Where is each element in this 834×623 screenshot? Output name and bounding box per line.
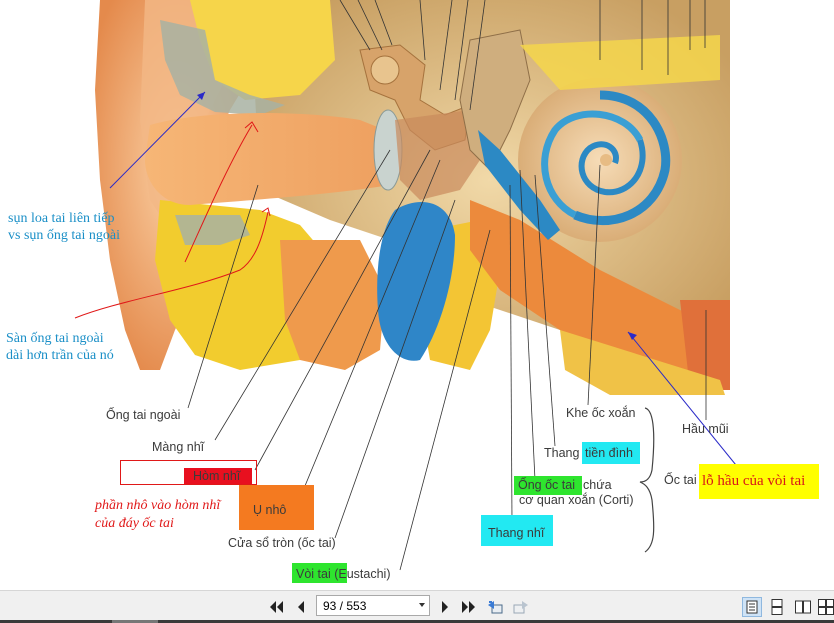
note-cochlea-base-line2: của đáy ốc tai bbox=[95, 516, 174, 531]
label-organ-of-corti: cơ quan xoắn (Corti) bbox=[519, 493, 634, 507]
facing-pages-view-button[interactable] bbox=[793, 597, 813, 617]
annotation-blue-arrow-1 bbox=[109, 91, 206, 189]
page-number-value: 93 / 553 bbox=[323, 599, 367, 613]
window-bottom-edge bbox=[0, 620, 834, 623]
scala-tympani-highlight bbox=[481, 515, 553, 546]
history-forward-button[interactable] bbox=[511, 597, 531, 617]
label-cochlea: Ốc tai bbox=[664, 473, 697, 487]
cochlea-turn-2 bbox=[541, 110, 644, 219]
label-scala-vestibuli-1: Thang bbox=[544, 446, 580, 460]
pharyngeal-opening-highlight bbox=[699, 464, 819, 499]
label-cochlear-duct: Ống ốc tai bbox=[518, 478, 575, 492]
tympanic-cavity-box bbox=[120, 460, 257, 485]
last-page-icon bbox=[462, 601, 475, 613]
leader-lines bbox=[187, 0, 707, 571]
cochlea-turn-1 bbox=[573, 90, 671, 226]
cartilage bbox=[160, 20, 285, 115]
lower-tissue bbox=[560, 330, 725, 395]
label-external-ear-canal: Ống tai ngoài bbox=[106, 408, 181, 422]
cochlear-duct-highlight bbox=[514, 476, 582, 495]
note-cartilage-line1: sụn loa tai liên tiếp bbox=[8, 211, 115, 226]
history-back-icon bbox=[488, 601, 503, 614]
note-floor-line1: Sàn ống tai ngoài bbox=[6, 331, 104, 346]
first-page-icon bbox=[270, 601, 283, 613]
cochlea-center bbox=[600, 154, 612, 166]
last-page-button[interactable] bbox=[458, 597, 478, 617]
single-page-view-icon bbox=[746, 600, 758, 614]
label-promontory: Ụ nhô bbox=[253, 503, 287, 517]
navigation-toolbar: 93 / 553 bbox=[0, 590, 834, 623]
annotation-blue-arrow-2 bbox=[627, 331, 741, 471]
annotation-red-line-1 bbox=[74, 211, 269, 319]
label-scala-tympani: Thang nhĩ bbox=[488, 526, 545, 540]
previous-page-icon bbox=[298, 601, 304, 613]
cochlea-brace bbox=[639, 407, 655, 553]
tympanic-cavity-highlight bbox=[184, 468, 252, 484]
chevron-down-icon bbox=[419, 603, 425, 607]
book-view-icon bbox=[818, 599, 834, 615]
vestibular-nerve bbox=[520, 35, 720, 90]
middle-ear-cavity bbox=[395, 110, 480, 200]
label-pharynx: Hầu mũi bbox=[682, 422, 729, 436]
label-scala-vestibuli-2: tiền đình bbox=[585, 446, 633, 460]
facing-pages-view-icon bbox=[795, 600, 811, 614]
malleus-head bbox=[370, 55, 400, 85]
pharynx-tissue bbox=[680, 300, 730, 390]
eustachian-highlight bbox=[292, 563, 347, 583]
note-cartilage-line2: vs sụn ống tai ngoài bbox=[8, 228, 120, 243]
promontory-highlight bbox=[239, 485, 314, 530]
document-page: Ống tai ngoài Màng nhĩ Hòm nhĩ Ụ nhô Cửa… bbox=[6, 0, 819, 583]
previous-page-button[interactable] bbox=[291, 597, 311, 617]
book-view-button[interactable] bbox=[818, 597, 834, 617]
label-round-window: Cửa sổ tròn (ốc tai) bbox=[228, 536, 336, 550]
parotid bbox=[280, 240, 385, 370]
history-forward-icon bbox=[513, 601, 528, 614]
label-cochlear-duct-contains: chứa bbox=[583, 478, 612, 492]
scala-blue-lower bbox=[478, 130, 560, 240]
label-tympanic-cavity: Hòm nhĩ bbox=[193, 469, 241, 483]
next-page-icon bbox=[442, 601, 448, 613]
label-eardrum: Màng nhĩ bbox=[152, 440, 205, 454]
ear-anatomy-illustration bbox=[74, 0, 741, 571]
continuous-view-icon bbox=[771, 599, 783, 615]
taskbar-segment bbox=[112, 620, 158, 623]
continuous-view-button[interactable] bbox=[767, 597, 787, 617]
cartilage-lower bbox=[175, 215, 250, 245]
ear-canal bbox=[145, 113, 390, 205]
note-pharyngeal-opening: lỗ hầu của vòi tai bbox=[702, 473, 806, 489]
note-floor-line2: dài hơn trần của nó bbox=[6, 348, 114, 363]
fatty-tissue-upper bbox=[190, 0, 335, 100]
cochlea-turn-3 bbox=[578, 139, 646, 196]
annotation-red-line-2 bbox=[184, 124, 253, 263]
note-cochlea-base-line1: phần nhô vào hòm nhĩ bbox=[95, 498, 221, 513]
scala-vestibuli-highlight bbox=[582, 442, 640, 464]
page-number-select[interactable]: 93 / 553 bbox=[316, 595, 430, 616]
history-back-button[interactable] bbox=[485, 597, 505, 617]
eustachian-orange bbox=[470, 200, 720, 380]
label-helicotrema: Khe ốc xoắn bbox=[566, 406, 636, 420]
label-eustachian-tube: Vòi tai (Eustachi) bbox=[296, 567, 391, 581]
first-page-button[interactable] bbox=[267, 597, 287, 617]
eustachian-blue bbox=[377, 202, 455, 361]
document-viewer[interactable]: Ống tai ngoài Màng nhĩ Hòm nhĩ Ụ nhô Cửa… bbox=[0, 0, 834, 590]
next-page-button[interactable] bbox=[435, 597, 455, 617]
single-page-view-button[interactable] bbox=[742, 597, 762, 617]
